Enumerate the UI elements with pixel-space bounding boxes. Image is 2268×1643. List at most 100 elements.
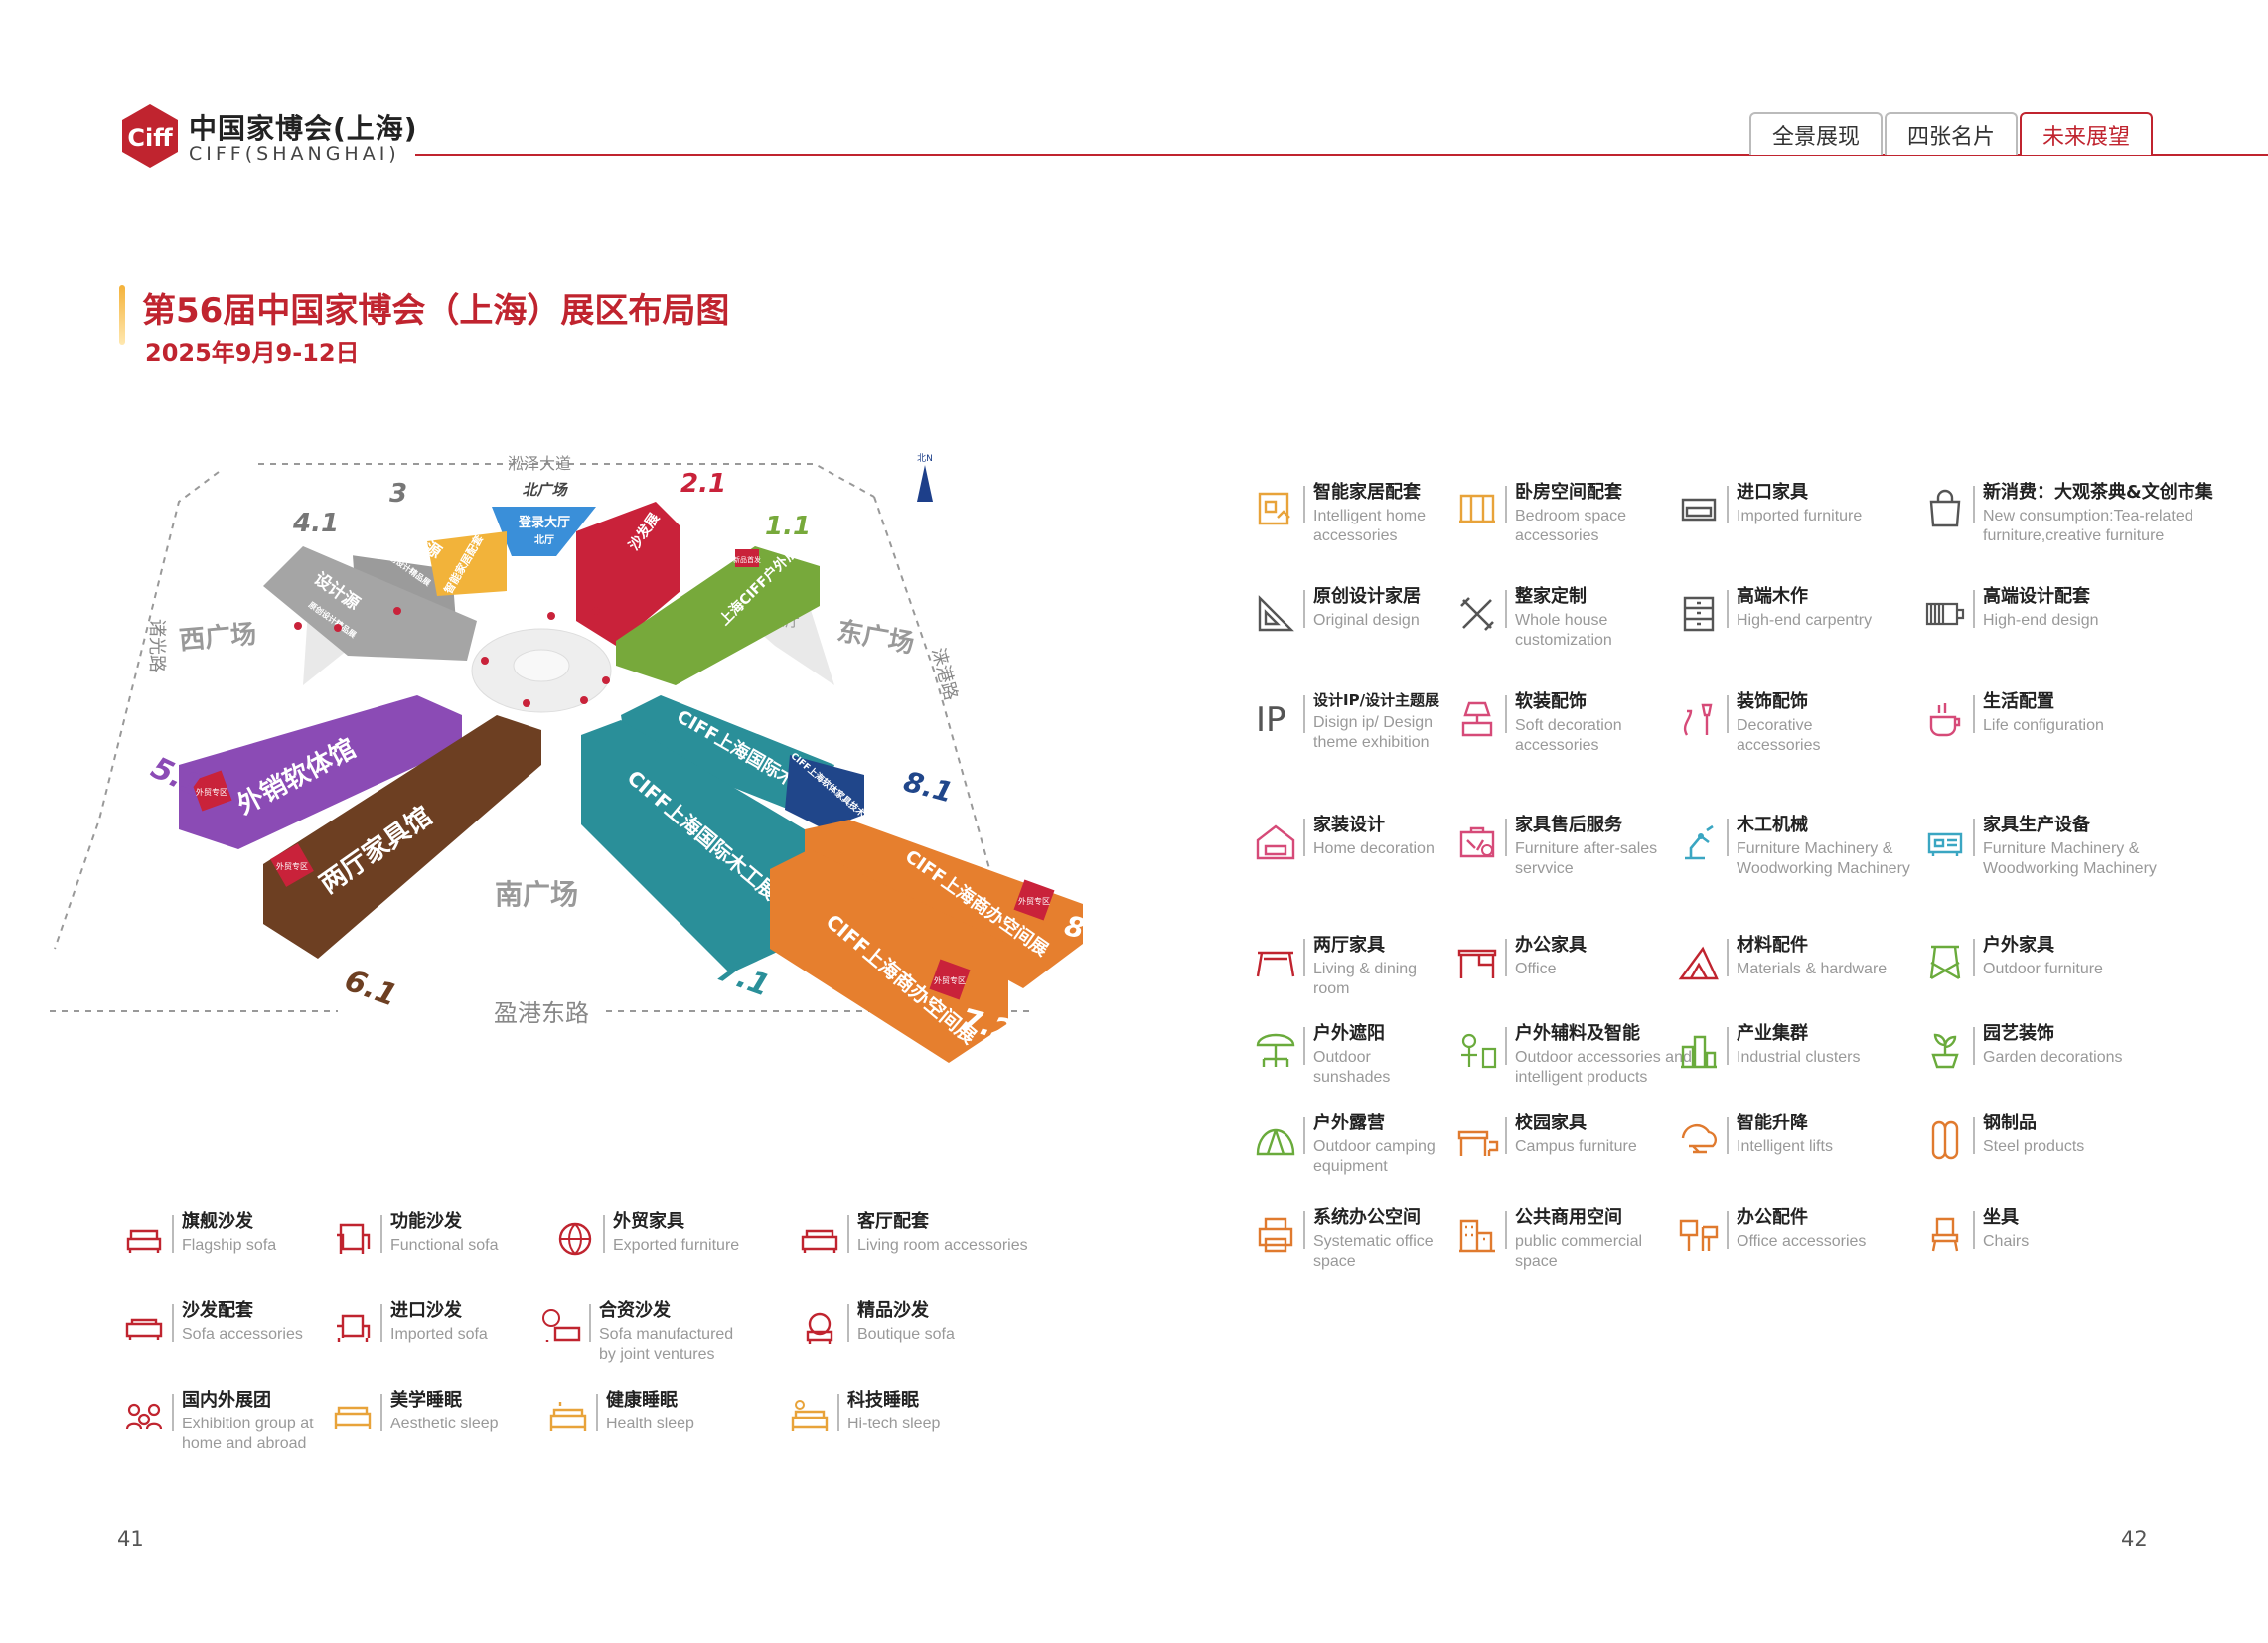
- page-title: 第56届中国家博会（上海）展区布局图: [142, 291, 730, 331]
- tent-icon: [1256, 1128, 1295, 1156]
- south-plaza-label: 南广场: [495, 878, 578, 911]
- page-date: 2025年9月9-12日: [145, 339, 360, 367]
- couch-icon: [801, 1229, 838, 1253]
- hall-number-6-1: 6.1: [340, 964, 401, 1014]
- north-plaza-label: 北广场: [522, 481, 568, 499]
- tab-future-outlook[interactable]: 未来展望: [2020, 112, 2153, 155]
- location-pins: [294, 607, 610, 707]
- map-boundary-east: [873, 496, 1014, 955]
- west-plaza-label: 西广场: [178, 620, 257, 657]
- hall-1-1-shape: [616, 546, 820, 685]
- logo-mark-text: Ciff: [127, 124, 173, 152]
- boutique-chair-icon: [806, 1312, 833, 1344]
- hall-number-3: 3: [389, 479, 407, 509]
- lift-icon: [1681, 1123, 1717, 1154]
- locker-icon: [1931, 1120, 1959, 1160]
- hall-4-1-shape: [263, 546, 477, 661]
- hall-8-2-shape: [805, 820, 1083, 988]
- hall-7-2-shape: [770, 849, 1008, 1063]
- hall-5-1-badge-text: 外贸专区: [196, 787, 227, 797]
- section-tabs: 全景展现 四张名片 未来展望: [1749, 112, 2155, 156]
- lobby-sub-label: 北厅: [534, 533, 554, 546]
- hall-7-1-shape: [581, 720, 830, 973]
- hall-6-1-badge: [270, 843, 314, 887]
- bag-icon: [1929, 489, 1961, 527]
- import-sofa-icon: [1681, 498, 1717, 522]
- hall-8-1-shape: [621, 695, 834, 820]
- exhibition-map: 淞泽大道 盈港东路 诸光路 涞港路 北N 西厅 东厅 西广场 东广场 南广场 北…: [40, 447, 1118, 1083]
- hall-5-1-badge: [191, 770, 232, 812]
- buildings-icon: [1681, 1035, 1717, 1069]
- ciff-logo[interactable]: Ciff: [116, 102, 184, 170]
- outdoor-chair-icon: [1929, 945, 1961, 980]
- school-desk-icon: [1457, 1130, 1499, 1156]
- hall-number-7-1: 7.1: [712, 954, 774, 1004]
- compass-label: 北N: [917, 453, 933, 464]
- page-number-left: 41: [117, 1527, 144, 1551]
- vase-icon: [1683, 703, 1713, 736]
- logo-chinese-name: 中国家博会(上海): [189, 112, 418, 145]
- road-west: 诸光路: [146, 619, 167, 672]
- sofa-accessory-icon: [125, 1318, 163, 1340]
- plant-icon: [1931, 1033, 1959, 1069]
- hall-1-1-badge-text: 新品首发: [733, 555, 761, 564]
- lobby-hall: [492, 507, 596, 556]
- lamp-icon: [1461, 701, 1493, 737]
- hall-3-smart-home-shape: [427, 531, 507, 596]
- material-icon: [1678, 946, 1719, 980]
- tab-overview[interactable]: 全景展现: [1749, 112, 1883, 155]
- map-boundary-west: [54, 471, 220, 950]
- map-boundary-north: [258, 463, 875, 498]
- umbrella-icon: [1256, 1033, 1295, 1067]
- road-east: 涞港路: [927, 646, 961, 703]
- road-south: 盈港东路: [494, 999, 589, 1027]
- title-accent-bar: [119, 285, 125, 345]
- office-accessory-icon: [1679, 1219, 1719, 1251]
- hall-5-1-shape: [179, 695, 462, 849]
- service-icon: [1459, 826, 1495, 858]
- logo-english-name: CIFF(SHANGHAI): [189, 143, 400, 165]
- smart-home-icon: [1258, 492, 1290, 525]
- recliner-icon: [337, 1223, 371, 1254]
- desk-icon: [1457, 949, 1497, 978]
- bed-icon: [334, 1406, 372, 1429]
- cup-icon: [1929, 703, 1961, 737]
- header-divider: [415, 154, 2268, 156]
- tab-four-cards[interactable]: 四张名片: [1885, 112, 2018, 155]
- hall-3-label: 设计源: [395, 520, 445, 562]
- globe-icon: [558, 1222, 592, 1256]
- hall-6-1-badge-text: 外贸专区: [276, 861, 308, 871]
